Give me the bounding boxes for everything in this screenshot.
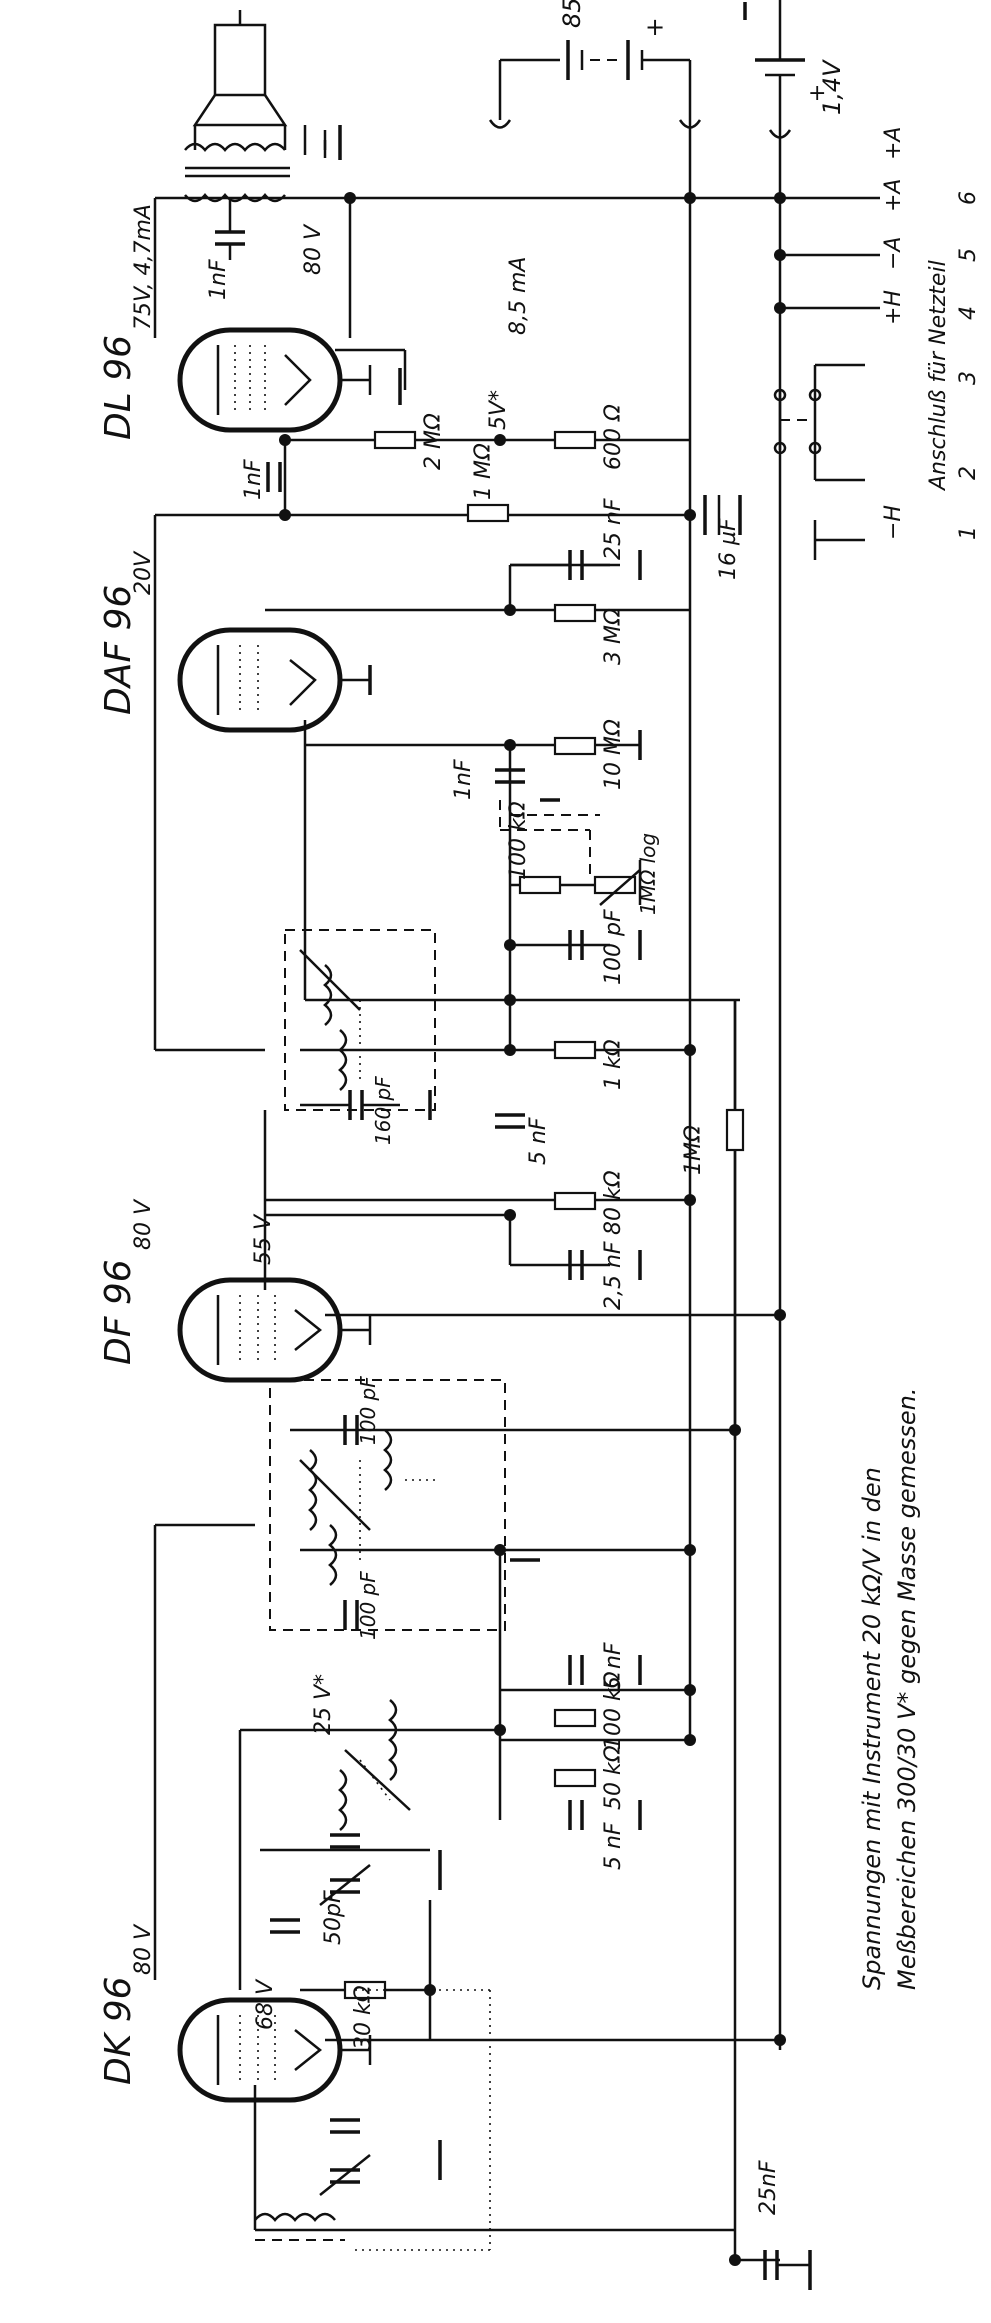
ferrite-antenna	[254, 2212, 345, 2241]
terminal-label: +A	[881, 127, 906, 160]
wiring	[153, 120, 865, 2262]
svg-text:8,5 mA: 8,5 mA	[506, 257, 531, 335]
terminal-caption: Anschluß für Netzteil	[926, 260, 951, 492]
svg-text:100 pF: 100 pF	[356, 1571, 380, 1640]
if-transformer-1	[284, 929, 436, 1111]
svg-text:100 pF: 100 pF	[601, 909, 626, 985]
terminal-block: −H +H −A +A +A Anschluß für Netzteil 1 2…	[773, 127, 981, 560]
svg-text:2 MΩ: 2 MΩ	[421, 413, 446, 470]
resistor-symbols	[343, 430, 745, 2000]
svg-text:3 MΩ: 3 MΩ	[601, 608, 626, 665]
svg-text:5 nF: 5 nF	[601, 1822, 626, 1870]
svg-text:+: +	[645, 13, 665, 41]
svg-text:50pF: 50pF	[321, 1890, 346, 1945]
svg-text:1nF: 1nF	[241, 459, 266, 500]
tube-voltage-dk96: 80 V	[131, 1923, 156, 1975]
svg-text:1: 1	[956, 526, 981, 540]
tube-label-daf96: DAF 96	[98, 585, 139, 715]
svg-text:1nF: 1nF	[451, 759, 476, 800]
ground-symbols	[338, 125, 812, 2290]
svg-text:30 kΩ: 30 kΩ	[351, 1985, 376, 2050]
tube-label-dl96: DL 96	[98, 335, 139, 440]
measurement-note-line-1: Spannungen mit Instrument 20 kΩ/V in den	[858, 1467, 886, 1990]
svg-text:80 kΩ: 80 kΩ	[601, 1170, 626, 1235]
tube-df96	[177, 1277, 372, 1383]
battery-85v: 85V +	[488, 0, 702, 129]
svg-text:2,5 nF: 2,5 nF	[601, 1241, 626, 1310]
svg-text:5V*: 5V*	[486, 390, 511, 430]
tube-label-dk96: DK 96	[98, 1976, 139, 2085]
tube-label-df96: DF 96	[98, 1259, 139, 1365]
svg-text:25nF: 25nF	[756, 2160, 781, 2215]
svg-text:10 MΩ: 10 MΩ	[601, 719, 626, 790]
terminal-label: +H	[881, 290, 906, 325]
output-transformer	[184, 125, 327, 203]
svg-text:5: 5	[956, 248, 981, 262]
svg-text:100 kΩ: 100 kΩ	[506, 801, 531, 880]
tube-voltage-df96: 80 V	[131, 1198, 156, 1250]
volume-potentiometer	[499, 790, 642, 906]
tube-voltage-daf96: 20V	[131, 550, 156, 595]
measurement-note-line-2: Meßbereichen 300/30 V* gegen Masse gemes…	[893, 1388, 921, 1990]
loudspeaker-icon	[192, 10, 288, 127]
svg-text:2: 2	[956, 466, 981, 480]
svg-text:600 Ω: 600 Ω	[601, 404, 626, 470]
battery-1-4v: 1,4V +	[743, 0, 846, 139]
svg-text:1 kΩ: 1 kΩ	[601, 1039, 626, 1090]
svg-text:1nF: 1nF	[206, 259, 231, 300]
svg-text:25 nF: 25 nF	[601, 498, 626, 560]
svg-text:16 µF: 16 µF	[716, 518, 741, 580]
junction-dots	[279, 192, 786, 2266]
variable-capacitors	[319, 1833, 491, 2251]
svg-text:100 pF: 100 pF	[356, 1376, 380, 1445]
tube-screen-df96: 55 V	[251, 1213, 276, 1265]
terminal-label: −H	[881, 505, 906, 540]
tube-voltage-dl96: 75V, 4,7mA	[131, 204, 156, 330]
capacitor-symbols	[215, 198, 779, 2280]
svg-text:160 pF: 160 pF	[371, 1076, 395, 1145]
terminal-label: +A	[881, 179, 906, 212]
svg-text:3: 3	[956, 371, 981, 385]
tube-dl96	[177, 327, 372, 433]
tube-daf96	[177, 627, 372, 733]
tube-screen-dl96: 80 V	[301, 223, 326, 275]
svg-text:5 nF: 5 nF	[526, 1117, 551, 1165]
component-labels: 1nF 1nF 2 MΩ 600 Ω 5V* 8,5 mA 1 MΩ 16 µF…	[206, 257, 781, 2215]
svg-text:85V: 85V	[558, 0, 586, 28]
svg-text:100 kΩ: 100 kΩ	[601, 1671, 626, 1750]
svg-text:1MΩ: 1MΩ	[681, 1125, 706, 1175]
svg-text:25 V*: 25 V*	[311, 1674, 336, 1735]
svg-text:50 kΩ: 50 kΩ	[601, 1745, 626, 1810]
svg-text:1,4V: 1,4V	[818, 59, 846, 115]
svg-text:1MΩ log: 1MΩ log	[636, 833, 660, 915]
oscillator-coil	[338, 1699, 411, 1831]
svg-text:5 nF: 5 nF	[601, 1642, 626, 1690]
svg-text:+: +	[808, 81, 826, 106]
svg-text:4: 4	[956, 306, 981, 320]
terminal-label: −A	[881, 237, 906, 270]
tube-screen-dk96: 68 V	[253, 1978, 278, 2030]
svg-text:1 MΩ: 1 MΩ	[471, 443, 496, 500]
svg-text:6: 6	[956, 191, 981, 205]
tube-dk96	[177, 1997, 372, 2103]
if-transformer-2	[269, 1379, 506, 1631]
